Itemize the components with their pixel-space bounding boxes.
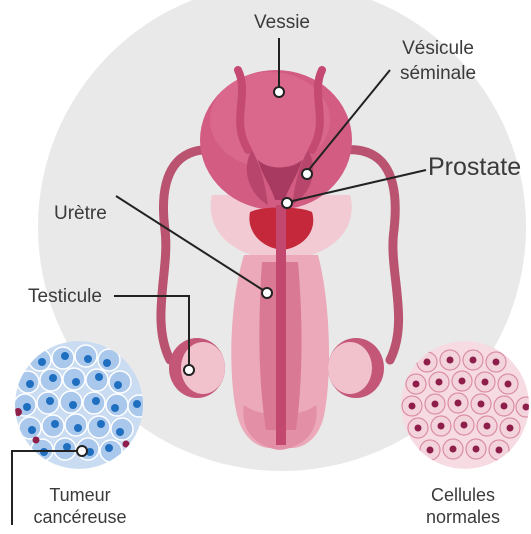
dot-testicule bbox=[184, 365, 194, 375]
dot-vessie bbox=[274, 87, 284, 97]
label-cellules-line1: Cellules bbox=[398, 484, 528, 506]
dot-uretre bbox=[262, 288, 272, 298]
label-tumeur-line2: cancéreuse bbox=[10, 506, 150, 528]
label-vesicule-line2: séminale bbox=[378, 61, 498, 86]
label-vesicule-line1: Vésicule bbox=[378, 36, 498, 61]
label-vesicule-seminale: Vésicule séminale bbox=[378, 36, 498, 86]
dot-tumeur bbox=[77, 446, 87, 456]
urethra bbox=[276, 205, 286, 445]
label-tumeur-line1: Tumeur bbox=[10, 484, 150, 506]
dot-prostate bbox=[282, 198, 292, 208]
dot-vesicule bbox=[302, 169, 312, 179]
label-cellules-line2: normales bbox=[398, 506, 528, 528]
label-vessie: Vessie bbox=[232, 12, 332, 34]
label-cellules-normales: Cellules normales bbox=[398, 484, 528, 528]
label-testicule: Testicule bbox=[28, 286, 102, 308]
label-prostate: Prostate bbox=[428, 153, 521, 182]
label-tumeur-cancereuse: Tumeur cancéreuse bbox=[10, 484, 150, 528]
normal-cells bbox=[401, 341, 531, 469]
label-uretre: Urètre bbox=[54, 203, 107, 225]
